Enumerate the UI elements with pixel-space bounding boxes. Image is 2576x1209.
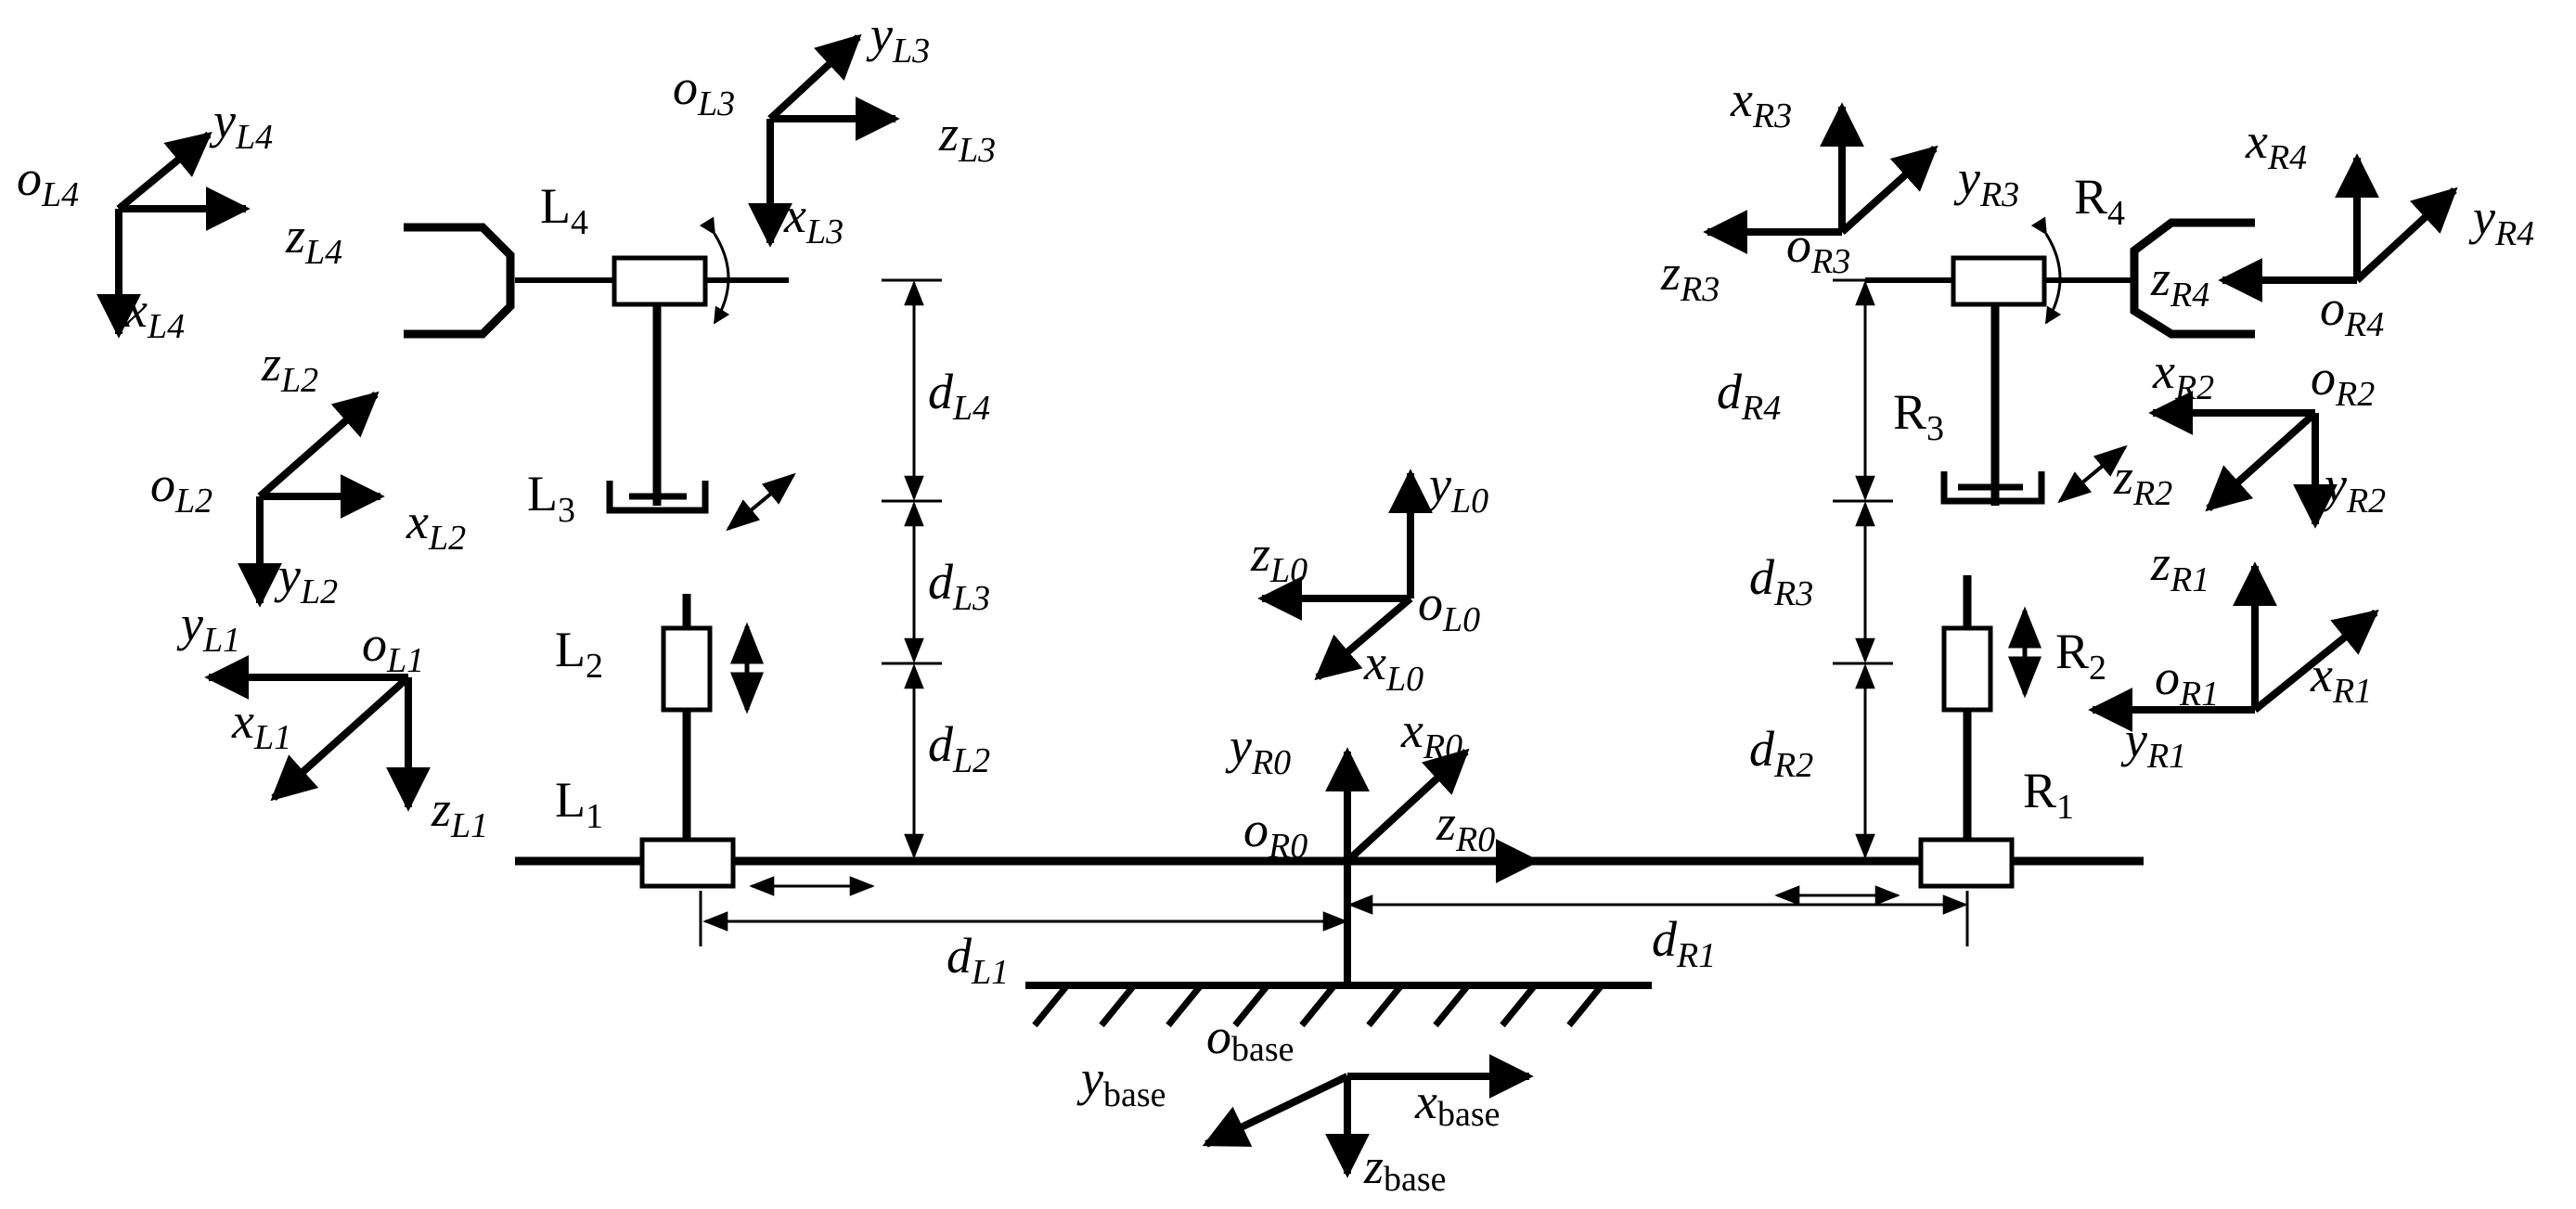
label-joint-L1: L1 (555, 772, 603, 836)
label-y-base: ybase (1076, 1050, 1166, 1114)
joint-R3-cup (1940, 471, 2045, 505)
rotate-arrow-L4 (699, 216, 730, 325)
label-o-L1: oL1 (362, 616, 424, 680)
ground-hatching (1032, 983, 1604, 1028)
label-x-L4: xL4 (124, 282, 185, 346)
label-o-base: obase (1206, 1009, 1294, 1069)
label-x-R3: xR3 (1730, 71, 1792, 135)
label-y-L4: yL4 (209, 93, 273, 157)
label-x-L3: xL3 (783, 187, 844, 251)
label-dR2: dR2 (1749, 721, 1813, 785)
label-x-L2: xL2 (406, 494, 466, 558)
label-o-L0: oL0 (1418, 575, 1480, 639)
label-o-R4: oR4 (2320, 280, 2384, 344)
label-z-R2: zR2 (2113, 449, 2172, 513)
label-joint-L4: L4 (540, 178, 588, 242)
joint-L4-block (612, 255, 708, 307)
joint-L1-block (639, 837, 736, 889)
label-z-L3: zL3 (938, 106, 996, 170)
label-joint-L3: L3 (527, 466, 575, 530)
label-joint-R4: R4 (2074, 169, 2125, 233)
label-dR4: dR4 (1717, 364, 1781, 428)
prismatic-arrow-R3 (2057, 444, 2128, 504)
label-z-L1: zL1 (431, 781, 488, 845)
right-arm (1774, 216, 2255, 906)
label-joint-L2: L2 (555, 622, 603, 686)
label-y-R3: yR3 (1953, 150, 2019, 214)
label-y-R0: yR0 (1225, 718, 1291, 782)
label-y-L2: yL2 (274, 547, 338, 611)
label-o-R1: oR1 (2155, 650, 2219, 714)
label-z-R0: zR0 (1436, 795, 1495, 859)
label-o-R3: oR3 (1786, 217, 1850, 281)
rotate-arrow-R4 (2030, 216, 2062, 325)
label-y-L3: yL3 (866, 6, 930, 71)
label-z-L4: zL4 (285, 208, 342, 272)
joint-R2-block (1941, 625, 1993, 713)
dimension-lines (699, 278, 1969, 946)
joint-R1-block (1918, 837, 2015, 889)
label-x-R2: xR2 (2152, 343, 2214, 407)
label-z-R1: zR1 (2150, 535, 2209, 599)
label-dL1: dL1 (947, 928, 1009, 992)
label-z-R4: zR4 (2150, 251, 2209, 315)
label-o-L4: oL4 (17, 150, 79, 214)
label-joint-R2: R2 (2055, 624, 2106, 688)
prismatic-arrow-L3 (726, 472, 796, 532)
label-z-R3: zR3 (1660, 245, 1719, 309)
label-y-R1: yR1 (2120, 712, 2186, 776)
label-joint-R1: R1 (2023, 763, 2074, 827)
label-dR3: dR3 (1749, 549, 1813, 613)
label-o-R0: oR0 (1243, 802, 1307, 866)
left-gripper (404, 223, 515, 339)
label-o-L2: oL2 (150, 457, 213, 521)
label-dL4: dL4 (928, 364, 990, 428)
label-x-R1: xR1 (2310, 647, 2372, 711)
label-o-L3: oL3 (673, 59, 735, 123)
label-y-R4: yR4 (2468, 189, 2534, 253)
joint-L2-block (661, 625, 713, 713)
label-joint-R3: R3 (1893, 384, 1944, 448)
label-y-R2: yR2 (2320, 457, 2386, 521)
label-z-L2: zL2 (261, 336, 318, 400)
left-arm (404, 216, 875, 896)
dimension-labels: dL4 dL3 dL2 dL1 dR4 dR3 dR2 dR1 (928, 364, 1813, 992)
joint-L3-cup (606, 481, 709, 514)
label-dL2: dL2 (928, 716, 990, 780)
right-gripper (2130, 218, 2255, 339)
label-o-R2: oR2 (2311, 350, 2375, 414)
joint-labels: L4 L3 L2 L1 R4 R3 R2 R1 (527, 169, 2125, 836)
label-y-L1: yL1 (176, 596, 240, 660)
label-z-base: zbase (1363, 1138, 1447, 1199)
label-x-R4: xR4 (2245, 113, 2307, 177)
label-x-R0: xR0 (1400, 702, 1462, 766)
label-x-L0: xL0 (1363, 635, 1423, 699)
frame-labels: oL4 yL4 zL4 xL4 oL3 yL3 zL3 xL3 zL2 oL2 … (17, 6, 2534, 1199)
frame-axes (97, 33, 2458, 1178)
label-x-base: xbase (1414, 1074, 1501, 1134)
label-z-L0: zL0 (1250, 526, 1307, 590)
label-x-L1: xL1 (231, 693, 291, 757)
label-dL3: dL3 (928, 554, 990, 618)
label-y-L0: yL0 (1424, 457, 1488, 521)
label-dR1: dR1 (1652, 911, 1716, 975)
structure (97, 33, 2458, 1178)
joint-R4-block (1951, 255, 2047, 307)
